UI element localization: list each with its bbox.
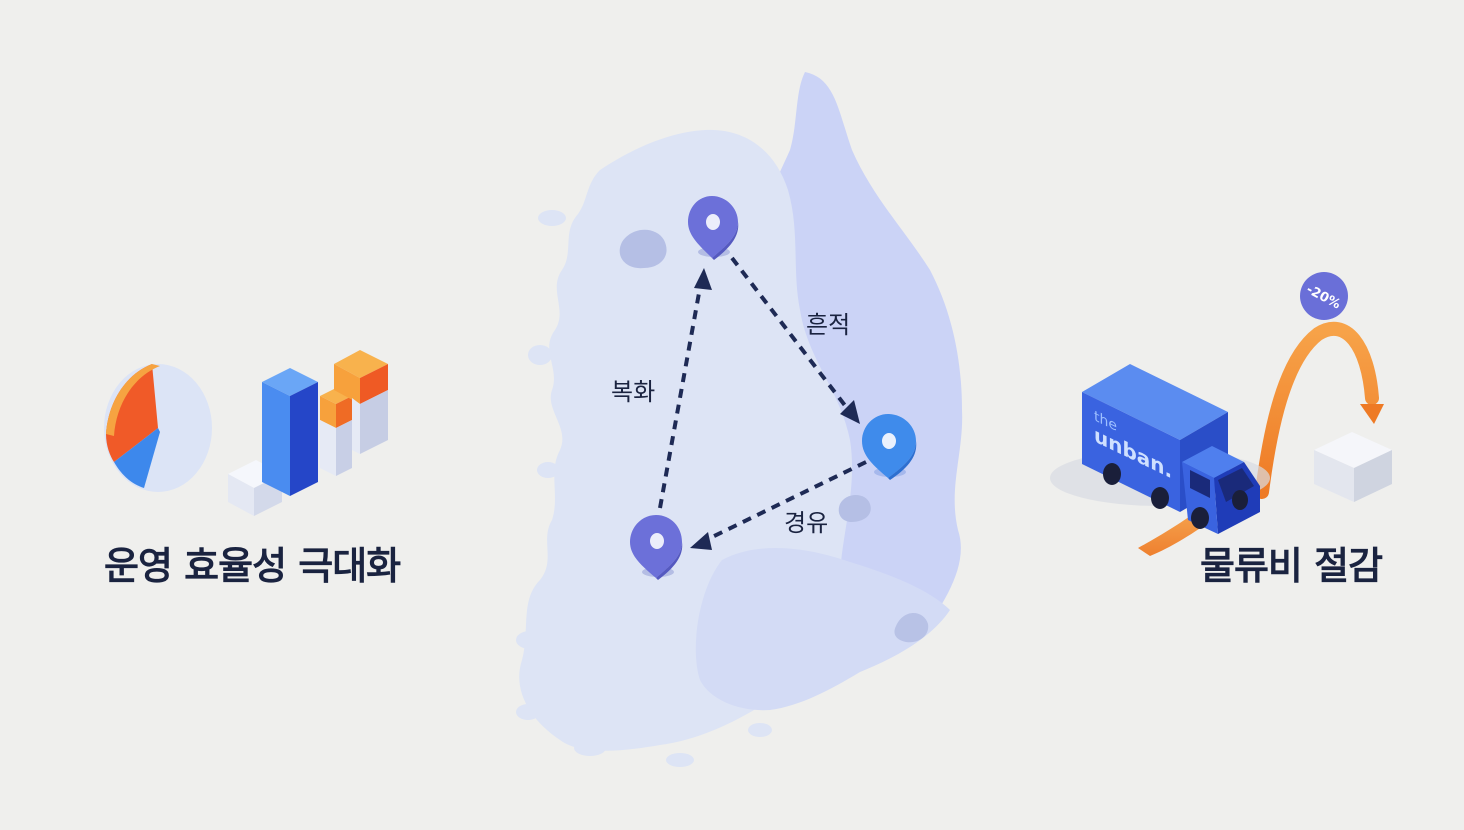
pie-slice-blue [114, 428, 160, 488]
map-island [516, 631, 544, 649]
package-top [1314, 432, 1392, 468]
map-island [537, 462, 559, 478]
bar-right-left [352, 398, 360, 454]
bar-mid-right [336, 420, 352, 476]
map-region-south [695, 547, 950, 711]
bar-mid-left-top [320, 396, 336, 428]
korea-map [516, 72, 963, 767]
map-island [538, 210, 566, 226]
efficiency-illustration [104, 350, 388, 516]
package-right [1354, 450, 1392, 502]
map-island [666, 753, 694, 767]
pin-side [656, 542, 683, 580]
bar-short-left [228, 474, 254, 516]
map-island [748, 723, 772, 737]
pin-hole [650, 533, 664, 549]
map-island [516, 704, 540, 720]
map-pin-east [862, 414, 917, 480]
pie-edge [106, 364, 160, 436]
truck-wheel [1191, 507, 1209, 529]
map-city-blob [894, 613, 929, 643]
bar-tall-left [262, 382, 290, 496]
bar-tall-right [290, 382, 318, 496]
route-north-to-east [730, 256, 852, 414]
cost-illustration: -20% the unban. [1050, 272, 1392, 556]
cost-curve-arrowhead [1360, 404, 1384, 424]
arrowhead-southwest [690, 532, 712, 550]
truck-wheel [1103, 463, 1121, 485]
route-label-north-east: 흔적 [806, 311, 850, 339]
bar-right-top [334, 350, 388, 378]
truck-windshield [1218, 468, 1254, 502]
truck-cab-top [1182, 446, 1244, 478]
truck-wheel [1232, 490, 1248, 510]
pin-hole [882, 433, 896, 449]
map-island [528, 345, 552, 365]
route-triangle [658, 256, 867, 543]
map-city-blob [619, 229, 667, 269]
route-southwest-to-north [658, 281, 703, 509]
truck-cargo-top [1082, 364, 1228, 440]
feature-caption-efficiency: 운영 효율성 극대화 [104, 544, 401, 588]
map-city-blob [838, 495, 871, 522]
bar-mid-right-top [336, 396, 352, 428]
route-arrowheads [690, 268, 860, 550]
map-pin-southwest [630, 515, 683, 580]
map-pin-north [688, 196, 739, 260]
cost-curve [1255, 321, 1379, 499]
discount-badge [1300, 272, 1348, 320]
pin-side [888, 441, 917, 480]
arrowhead-east [840, 400, 860, 424]
route-east-to-southwest [703, 460, 867, 543]
truck-side-window [1190, 470, 1210, 498]
pin-side [712, 222, 739, 260]
bar-mid-left [320, 420, 336, 476]
bar-right-right-top [360, 364, 388, 404]
arrowhead-north [694, 268, 712, 290]
pie-slice-orange [106, 364, 158, 462]
bar-right-left-top [334, 364, 360, 404]
route-label-southwest-north: 복화 [611, 378, 655, 406]
truck-cargo-side [1082, 392, 1180, 512]
truck-wheel [1151, 487, 1169, 509]
bar-right-right [360, 390, 388, 454]
feature-caption-cost-saving: 물류비 절감 [1200, 544, 1383, 588]
pin-hole [706, 214, 720, 230]
map-island [574, 740, 606, 756]
package-left [1314, 450, 1354, 502]
route-label-east-southwest: 경유 [784, 509, 828, 537]
